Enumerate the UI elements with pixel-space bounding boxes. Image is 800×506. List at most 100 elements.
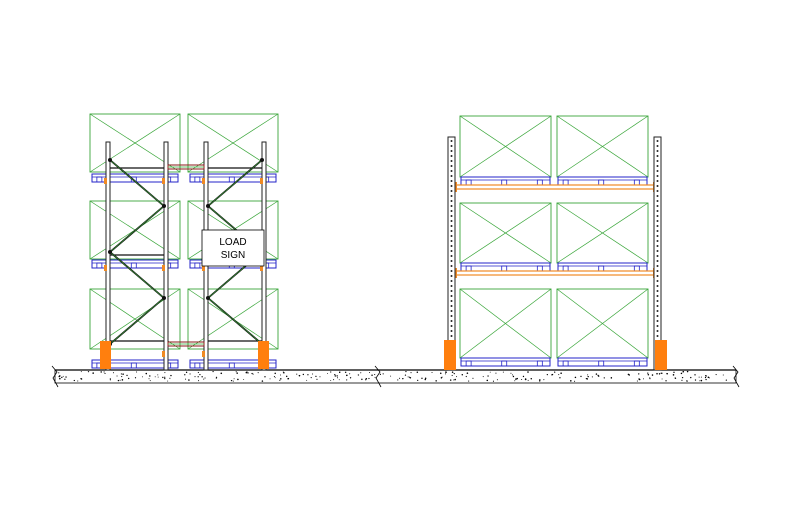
floor-speck: [220, 372, 223, 375]
pallet-load-box: [89, 288, 181, 350]
floor-speck: [603, 377, 605, 379]
upright-hole: [656, 270, 659, 272]
floor-speck: [700, 376, 702, 378]
pallet-block: [228, 176, 235, 183]
floor-speck: [204, 377, 206, 379]
floor-speck: [65, 376, 67, 378]
floor-speck: [269, 378, 271, 380]
beam-end-side: [260, 265, 263, 271]
pallet-load-box: [89, 200, 181, 260]
upright-hole: [450, 190, 453, 192]
floor-speck: [233, 378, 235, 380]
upright-hole: [656, 145, 659, 147]
floor-speck: [597, 375, 600, 377]
upright-hole: [450, 330, 453, 332]
floor-speck: [514, 380, 516, 382]
floor-speck: [319, 376, 321, 378]
floor-speck: [136, 371, 138, 373]
floor-speck: [666, 373, 668, 375]
post-protector: [444, 340, 456, 370]
upright-hole: [656, 240, 659, 242]
floor-speck: [346, 379, 348, 381]
upright-hole: [656, 230, 659, 232]
floor-speck: [560, 372, 562, 374]
upright-hole: [450, 230, 453, 232]
floor-speck: [674, 377, 677, 380]
upright-column-side: [163, 141, 169, 371]
floor-speck: [492, 380, 495, 382]
floor-speck: [705, 378, 707, 381]
pallet-block: [501, 360, 508, 367]
floor-speck: [686, 380, 688, 382]
upright-hole: [656, 225, 659, 227]
floor-speck: [694, 379, 697, 381]
upright-hole: [450, 170, 453, 172]
upright-hole: [450, 175, 453, 177]
floor-speck: [435, 380, 437, 382]
floor-speck: [198, 380, 200, 382]
floor-speck: [215, 377, 217, 379]
upright-hole: [450, 325, 453, 327]
floor-speck: [379, 373, 382, 375]
floor-speck: [121, 379, 124, 381]
floor-speck: [546, 374, 548, 376]
pallet-load-box: [187, 113, 279, 173]
upright-hole: [656, 165, 659, 167]
pallet-block: [96, 262, 103, 269]
floor-speck: [232, 380, 234, 382]
upright-hole: [450, 300, 453, 302]
floor-speck: [591, 376, 593, 378]
floor-speck: [154, 376, 156, 378]
floor-speck: [157, 374, 159, 376]
floor-speck: [157, 376, 159, 378]
upright-hole: [656, 210, 659, 212]
floor-speck: [451, 374, 453, 377]
load-sign: LOAD SIGN: [201, 229, 265, 267]
upright-hole: [656, 190, 659, 192]
floor-speck: [554, 371, 556, 373]
load-sign-line2: SIGN: [221, 250, 245, 261]
floor-speck: [397, 379, 399, 381]
upright-hole: [450, 310, 453, 312]
brace-node: [206, 204, 210, 208]
floor-speck: [369, 371, 371, 373]
floor-speck: [103, 371, 105, 373]
upright-hole: [450, 285, 453, 287]
floor-speck: [296, 373, 298, 375]
upright-hole: [656, 325, 659, 327]
floor-speck: [338, 379, 340, 381]
floor-speck: [441, 376, 443, 378]
upright-hole: [450, 235, 453, 237]
upright-hole: [656, 305, 659, 307]
beam-end-side: [202, 351, 205, 357]
floor-speck: [164, 372, 166, 374]
floor-speck: [539, 380, 541, 382]
floor-speck: [194, 376, 196, 378]
floor-speck: [453, 379, 455, 381]
upright-hole: [450, 240, 453, 242]
floor-speck: [638, 373, 640, 375]
pallet-block: [598, 360, 605, 367]
upright-hole: [450, 280, 453, 282]
floor-speck: [339, 371, 341, 373]
floor-speck: [543, 379, 545, 381]
floor-speck: [120, 373, 122, 375]
floor-speck: [445, 371, 447, 373]
pallet-load-diagonal: [556, 202, 649, 264]
upright-hole: [656, 170, 659, 172]
floor-speck: [698, 376, 700, 378]
floor-speck: [92, 372, 94, 374]
floor-speck: [360, 372, 362, 374]
upright-hole: [656, 180, 659, 182]
pallet-block: [194, 262, 201, 269]
upright-hole: [450, 160, 453, 162]
upright-hole: [656, 335, 659, 337]
floor-speck: [246, 371, 248, 373]
floor-speck: [574, 380, 576, 382]
floor-speck: [440, 372, 442, 375]
floor-speck: [522, 375, 525, 378]
floor-speck: [73, 379, 75, 382]
load-sign-board: [201, 229, 265, 267]
floor-speck: [570, 380, 572, 382]
floor-speck: [235, 371, 237, 373]
